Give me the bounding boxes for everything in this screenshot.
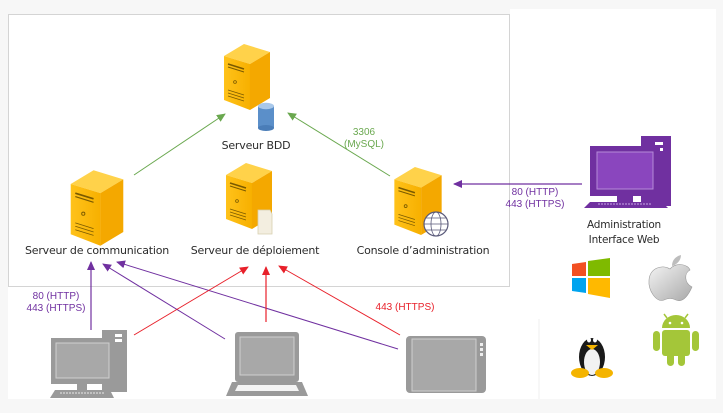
tablet-icon (406, 336, 486, 393)
link-tablet-communication (116, 260, 399, 350)
desktop-computer-icon (50, 330, 127, 398)
link-communication-bdd (133, 113, 226, 176)
server-deploiement (225, 162, 273, 235)
port-mysql-line1: 3306 (352, 127, 376, 138)
port-client-http-line2: 443 (HTTPS) (26, 303, 86, 314)
port-label-client-https: 443 (HTTPS) (376, 302, 435, 314)
port-mysql-line2: (MySQL) (344, 139, 384, 150)
server-communication (69, 169, 125, 247)
port-label-client-http: 80 (HTTP) 443 (HTTPS) (27, 291, 86, 315)
admin-interface-label-line1: Administration (586, 219, 662, 231)
laptop-icon (226, 332, 308, 396)
port-admin-http-line2: 443 (HTTPS) (505, 199, 565, 210)
android-logo-icon (653, 313, 699, 366)
server-bdd (223, 43, 274, 131)
server-bdd-label: Serveur BDD (221, 139, 291, 152)
server-communication-label: Serveur de communication (24, 244, 170, 257)
apple-logo-icon (648, 255, 693, 301)
database-icon (258, 102, 274, 131)
port-admin-http-line1: 80 (HTTP) (511, 187, 559, 198)
link-laptop-communication (102, 263, 226, 340)
admin-interface-label: Administration Interface Web (587, 218, 661, 248)
globe-icon (423, 211, 449, 237)
server-console (393, 166, 449, 237)
server-console-label: Console d’administration (356, 244, 490, 257)
linux-tux-icon (571, 337, 613, 378)
port-client-https-line1: 443 (HTTPS) (375, 302, 435, 313)
windows-logo-icon (572, 258, 610, 298)
document-icon (257, 209, 273, 235)
port-client-http-line1: 80 (HTTP) (32, 291, 80, 302)
link-tablet-deploiement (278, 265, 401, 336)
server-deploiement-label: Serveur de déploiement (190, 244, 320, 257)
link-console-bdd (287, 112, 391, 177)
admin-desktop-computer-icon (584, 136, 671, 208)
port-label-mysql: 3306 (MySQL) (344, 127, 384, 151)
admin-interface-label-line2: Interface Web (588, 234, 660, 246)
port-label-admin-http: 80 (HTTP) 443 (HTTPS) (506, 187, 565, 211)
link-desktop-deploiement (133, 266, 249, 336)
